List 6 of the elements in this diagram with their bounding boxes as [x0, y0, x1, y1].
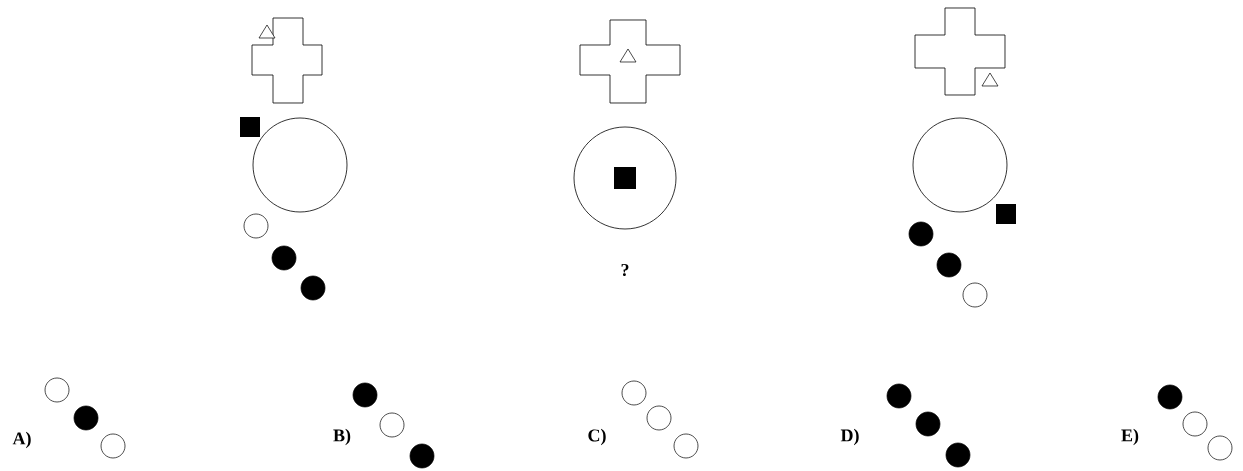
- option-label: E): [1121, 428, 1139, 446]
- option-label: A): [12, 431, 31, 449]
- option-label: C): [588, 428, 606, 446]
- question-mark: ?: [621, 263, 629, 277]
- option-label: D): [840, 428, 859, 446]
- option-label: B): [333, 428, 351, 446]
